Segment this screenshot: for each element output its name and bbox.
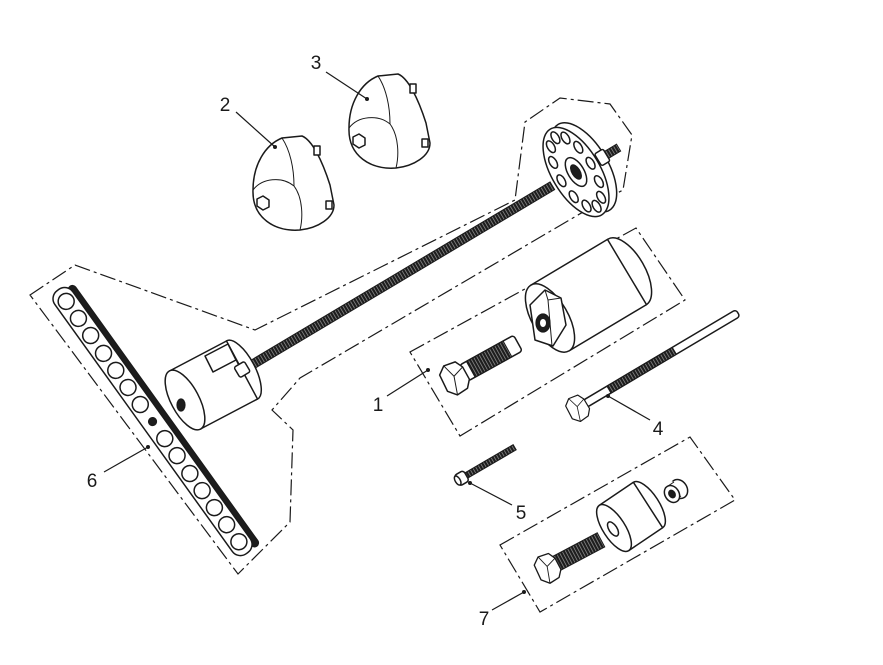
rod-end-nut <box>233 361 251 378</box>
part-7-sleeve <box>595 480 667 553</box>
leader-4 <box>607 395 651 421</box>
leader-6 <box>103 446 149 473</box>
flange-holes <box>545 131 607 213</box>
leader-2 <box>235 111 276 148</box>
callout-2: 2 <box>220 95 231 116</box>
callout-6: 6 <box>87 471 98 492</box>
part-1-cylinder <box>524 237 653 353</box>
callout-1: 1 <box>373 395 384 416</box>
callout-5: 5 <box>516 503 527 524</box>
callout-7: 7 <box>479 609 490 630</box>
leader-7 <box>491 591 525 611</box>
part-4-long-bolt <box>565 309 740 423</box>
part-2-adapter <box>252 135 335 231</box>
flange-nut-stub <box>594 143 622 167</box>
group-outline-rod-assembly <box>29 97 633 575</box>
group-outline-part-7 <box>499 436 736 613</box>
leader-5 <box>469 482 513 506</box>
puller-body <box>164 339 263 431</box>
bar-holes <box>57 292 248 551</box>
part-3-adapter <box>348 73 431 169</box>
leader-3 <box>325 71 368 100</box>
leader-1 <box>386 369 429 397</box>
part-1-bolt <box>438 335 523 396</box>
part-7-nut <box>663 478 689 504</box>
leader-lines <box>103 71 651 611</box>
part-5-socket-bolt <box>453 443 517 486</box>
part-6-bar <box>52 284 260 557</box>
bearing-flange <box>542 122 618 218</box>
callout-4: 4 <box>653 419 664 440</box>
callout-3: 3 <box>311 53 322 74</box>
part-7-bolt <box>533 532 606 584</box>
